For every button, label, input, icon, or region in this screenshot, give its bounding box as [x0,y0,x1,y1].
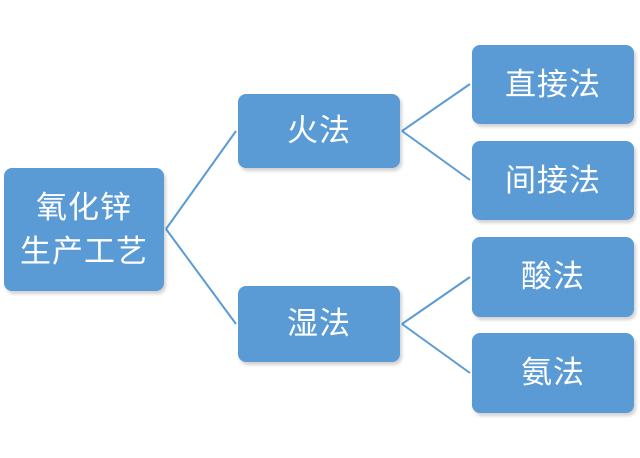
connector-root-to-fire [165,130,237,230]
branch-node-wet-label: 湿法 [287,306,351,342]
leaf-node-direct-label: 直接法 [505,66,601,103]
connector-wet-to-acid [401,276,471,325]
branch-node-fire: 火法 [238,94,400,168]
connector-fire-to-direct [401,83,471,132]
root-node: 氧化锌 生产工艺 [4,168,164,291]
leaf-node-indirect: 间接法 [472,141,634,220]
root-node-label: 氧化锌 生产工艺 [20,189,148,270]
connector-wet-to-ammonia [401,323,471,374]
leaf-node-ammonia-label: 氨法 [521,355,585,391]
leaf-node-direct: 直接法 [472,45,634,124]
connector-root-to-wet [165,228,237,325]
connector-fire-to-indirect [401,130,471,181]
leaf-node-ammonia: 氨法 [472,333,634,413]
leaf-node-indirect-label: 间接法 [505,162,601,199]
leaf-node-acid-label: 酸法 [521,259,585,295]
branch-node-wet: 湿法 [238,286,400,362]
branch-node-fire-label: 火法 [287,113,351,149]
leaf-node-acid: 酸法 [472,237,634,317]
